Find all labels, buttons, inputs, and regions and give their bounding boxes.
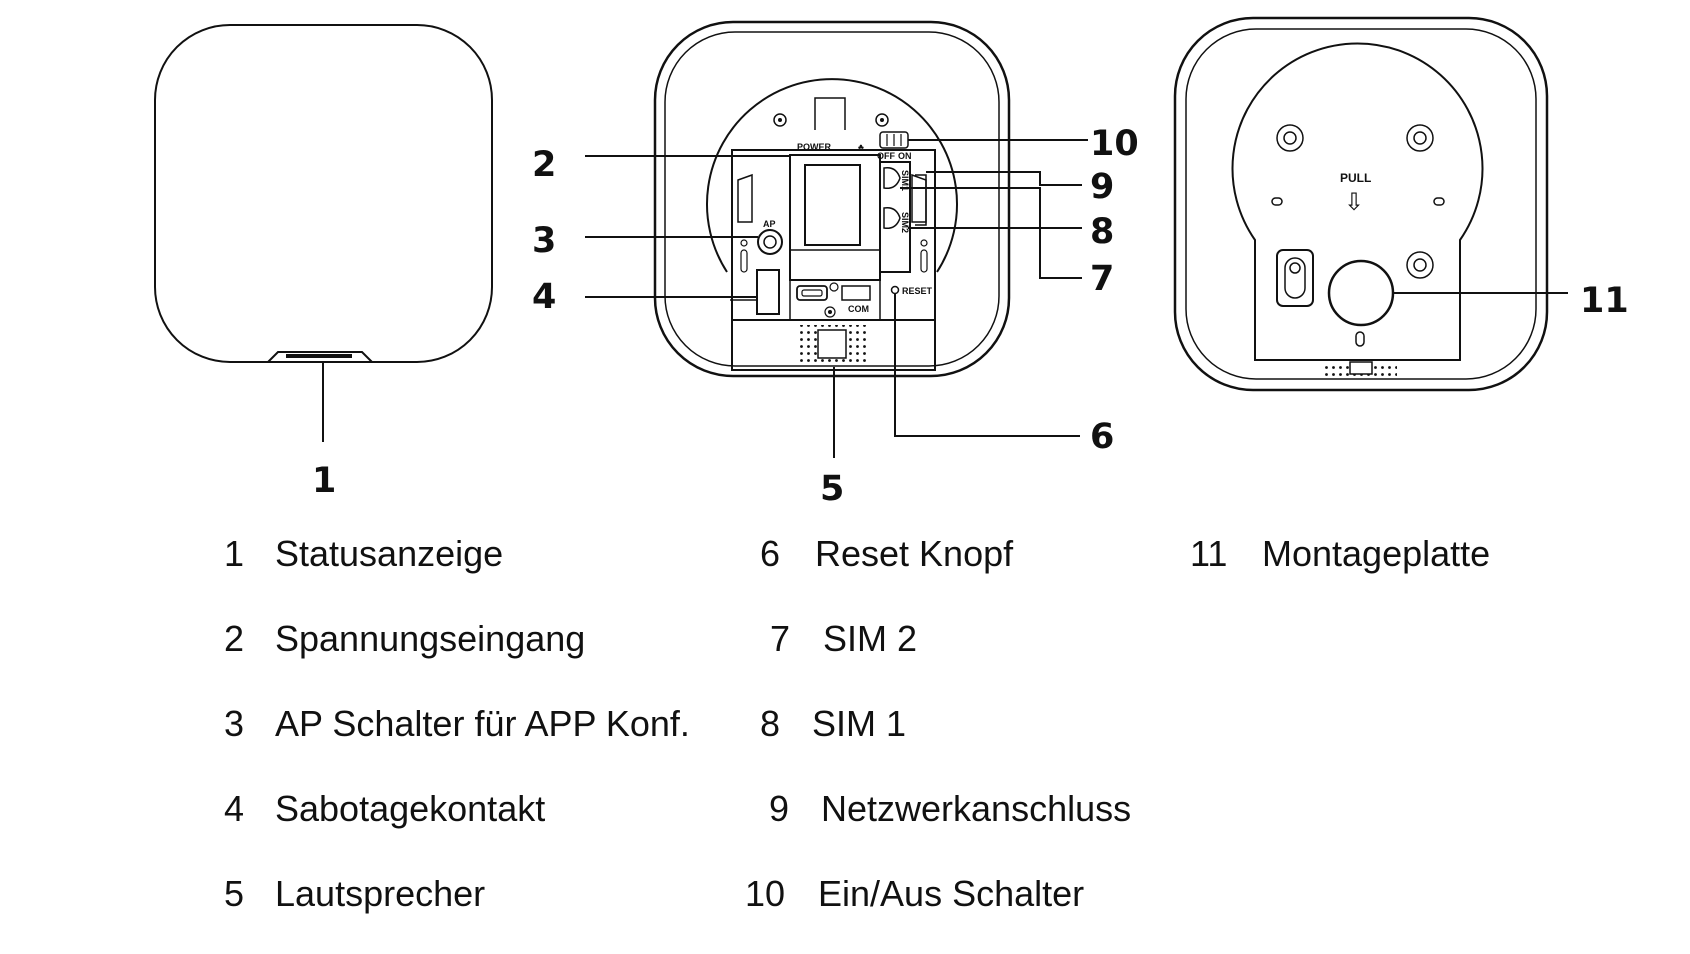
legend-num: 11 — [1190, 533, 1228, 574]
back-view: POWER ♣ AP OFF ON SIM1 SIM2 — [653, 20, 1011, 378]
legend-label: Ein/Aus Schalter — [818, 873, 1085, 914]
callout-11: 11 — [1580, 281, 1629, 321]
legend-num: 5 — [224, 873, 245, 914]
legend-label: SIM 2 — [823, 618, 918, 659]
callout-5: 5 — [820, 469, 844, 509]
callout-3: 3 — [532, 221, 556, 261]
legend-num: 2 — [224, 618, 245, 659]
reset-button — [890, 285, 900, 295]
legend-label: Netzwerkanschluss — [821, 788, 1132, 829]
mounting-plate-knob — [1327, 259, 1395, 327]
tamper-contact — [756, 269, 780, 315]
legend-label: SIM 1 — [812, 703, 907, 744]
callout-7: 7 — [1090, 259, 1114, 299]
sim1-label: SIM1 — [900, 170, 910, 191]
callout-1: 1 — [312, 461, 336, 501]
pull-arrow-icon: ⇩ — [1344, 188, 1364, 216]
front-housing — [154, 24, 493, 363]
callout-numbers: 1 2 3 4 5 6 7 8 9 10 11 — [312, 124, 1629, 509]
off-label: OFF — [877, 151, 895, 161]
callout-6: 6 — [1090, 417, 1114, 457]
legend-label: Lautsprecher — [275, 873, 486, 914]
sim1-slot — [883, 166, 901, 190]
legend-label: Montageplatte — [1262, 533, 1491, 574]
mounting-plate — [1231, 42, 1484, 361]
back-housing-outer — [653, 20, 1011, 378]
mount-housing-outer — [1173, 16, 1549, 392]
legend-num: 3 — [224, 703, 245, 744]
svg-text:♣: ♣ — [858, 142, 864, 152]
ap-switch — [757, 229, 783, 255]
legend-num: 7 — [770, 618, 791, 659]
sim2-slot — [883, 206, 901, 230]
legend-label: Reset Knopf — [815, 533, 1014, 574]
legend-label: AP Schalter für APP Konf. — [275, 703, 690, 744]
com-label: COM — [848, 304, 869, 314]
reset-label: RESET — [902, 286, 933, 296]
callout-8: 8 — [1090, 212, 1114, 252]
legend-num: 1 — [224, 533, 245, 574]
pull-label: PULL — [1340, 171, 1371, 185]
callout-4: 4 — [532, 277, 556, 317]
mount-view: PULL ⇩ — [1173, 16, 1549, 392]
power-input-port — [789, 154, 881, 281]
back-housing-inner — [664, 31, 1000, 367]
legend-num: 4 — [224, 788, 245, 829]
power-label: POWER — [797, 142, 832, 152]
sim2-label: SIM2 — [900, 212, 910, 233]
legend-label: Spannungseingang — [275, 618, 586, 659]
status-indicator-led — [267, 351, 373, 363]
legend-num: 9 — [769, 788, 790, 829]
mount-ring — [706, 78, 958, 273]
front-view — [154, 24, 493, 363]
network-port — [915, 174, 927, 226]
legend-label: Sabotagekontakt — [275, 788, 546, 829]
leader-lines — [322, 139, 1568, 458]
legend-num: 6 — [760, 533, 781, 574]
legend-num: 8 — [760, 703, 781, 744]
callout-9: 9 — [1090, 167, 1114, 207]
legend-num: 10 — [745, 873, 786, 914]
callout-10: 10 — [1090, 124, 1139, 164]
legend-label: Statusanzeige — [275, 533, 504, 574]
ap-label: AP — [763, 219, 776, 229]
on-label: ON — [898, 151, 912, 161]
callout-2: 2 — [532, 145, 556, 185]
sim-holder — [879, 161, 911, 273]
